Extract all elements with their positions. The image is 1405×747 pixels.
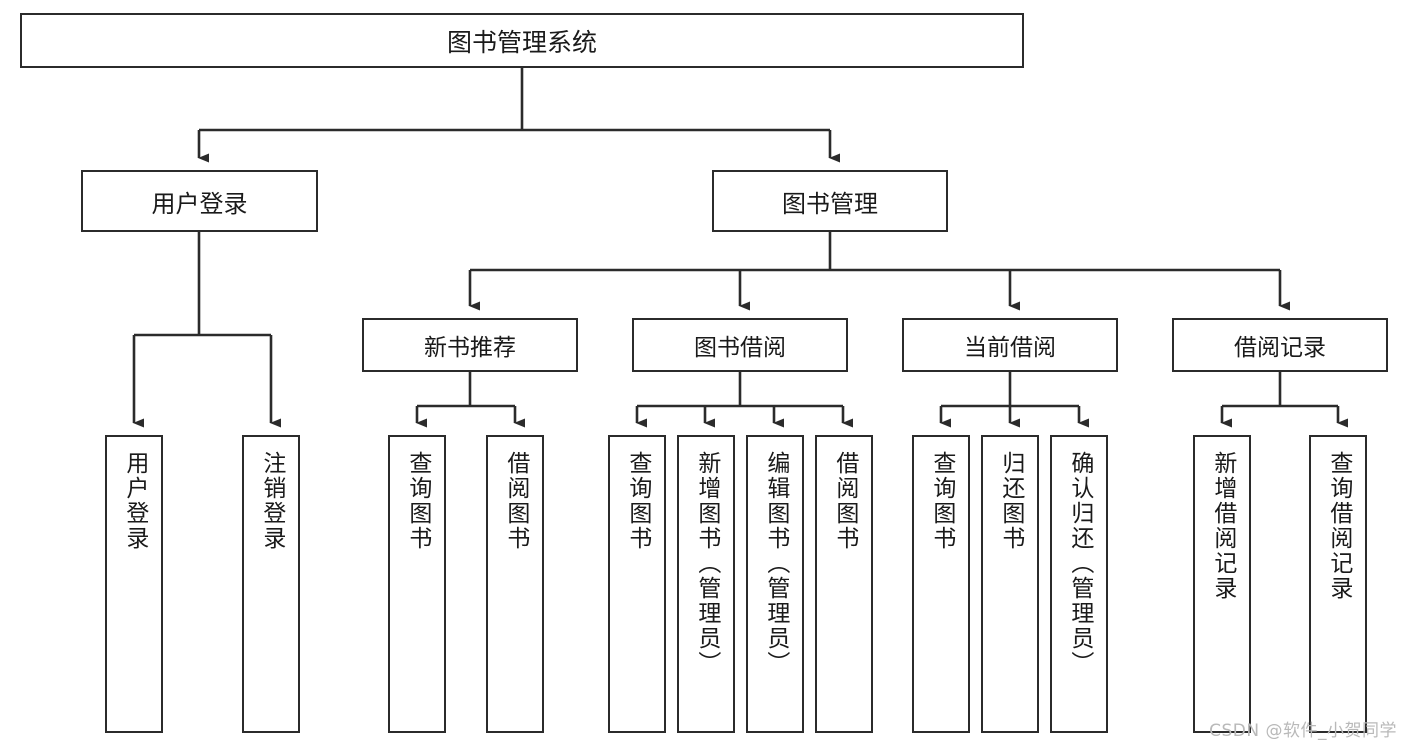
- leaf-current-borrow-query[interactable]: 查询图书: [912, 435, 970, 733]
- leaf-label: 查询图书: [404, 451, 431, 551]
- leaf-label: 查询图书: [624, 451, 651, 551]
- leaf-borrow-record-query[interactable]: 查询借阅记录: [1309, 435, 1367, 733]
- node-current-borrow[interactable]: 当前借阅: [902, 318, 1118, 372]
- node-user-login[interactable]: 用户登录: [81, 170, 318, 232]
- leaf-label: 新增借阅记录: [1209, 451, 1236, 601]
- leaf-user-login-logout[interactable]: 注销登录: [242, 435, 300, 733]
- node-borrow-record[interactable]: 借阅记录: [1172, 318, 1388, 372]
- leaf-book-borrow-borrow[interactable]: 借阅图书: [815, 435, 873, 733]
- leaf-label: 借阅图书: [502, 451, 529, 551]
- node-root-system[interactable]: 图书管理系统: [20, 13, 1024, 68]
- node-label: 借阅记录: [1234, 335, 1326, 361]
- leaf-label: 查询图书: [928, 451, 955, 551]
- node-book-borrow[interactable]: 图书借阅: [632, 318, 848, 372]
- node-label: 当前借阅: [964, 335, 1056, 361]
- leaf-label: 新增图书（管理员）: [693, 451, 720, 676]
- leaf-label: 归还图书: [997, 451, 1024, 551]
- leaf-book-borrow-query[interactable]: 查询图书: [608, 435, 666, 733]
- leaf-label: 借阅图书: [831, 451, 858, 551]
- leaf-label: 确认归还（管理员）: [1066, 451, 1093, 676]
- leaf-label: 注销登录: [258, 451, 285, 551]
- leaf-label: 编辑图书（管理员）: [762, 451, 789, 676]
- node-label: 图书借阅: [694, 335, 786, 361]
- leaf-label: 查询借阅记录: [1325, 451, 1352, 601]
- leaf-new-book-query[interactable]: 查询图书: [388, 435, 446, 733]
- leaf-label: 用户登录: [121, 451, 148, 551]
- node-label: 新书推荐: [424, 335, 516, 361]
- node-new-book-recommend[interactable]: 新书推荐: [362, 318, 578, 372]
- leaf-new-book-borrow[interactable]: 借阅图书: [486, 435, 544, 733]
- leaf-current-borrow-confirm-return[interactable]: 确认归还（管理员）: [1050, 435, 1108, 733]
- node-label: 用户登录: [151, 189, 248, 218]
- csdn-watermark: CSDN @软件_小贺同学: [1209, 721, 1397, 741]
- node-label: 图书管理: [782, 189, 878, 218]
- node-label: 图书管理系统: [446, 27, 597, 57]
- leaf-user-login-login[interactable]: 用户登录: [105, 435, 163, 733]
- leaf-borrow-record-add[interactable]: 新增借阅记录: [1193, 435, 1251, 733]
- leaf-book-borrow-add[interactable]: 新增图书（管理员）: [677, 435, 735, 733]
- leaf-book-borrow-edit[interactable]: 编辑图书（管理员）: [746, 435, 804, 733]
- leaf-current-borrow-return[interactable]: 归还图书: [981, 435, 1039, 733]
- node-book-management[interactable]: 图书管理: [712, 170, 948, 232]
